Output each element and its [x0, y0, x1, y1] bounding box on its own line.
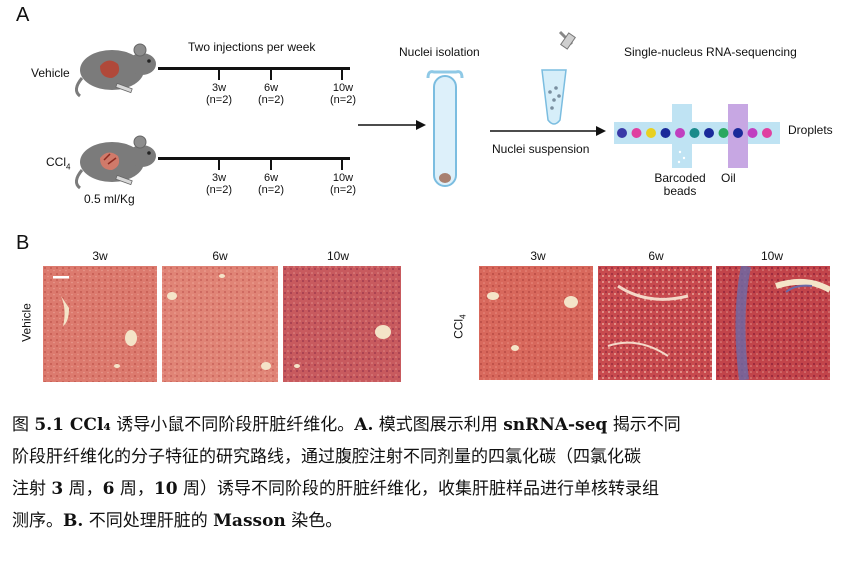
nuclei-isolation-label: Nuclei isolation [399, 45, 480, 59]
nuclei-suspension-label: Nuclei suspension [492, 142, 590, 156]
droplet-2 [631, 128, 642, 138]
caption-line-4: 测序。B. 不同处理肝脏的 Masson 染色。 [12, 505, 857, 537]
caption-run: 揭示不同 [607, 415, 681, 435]
panel-b-letter: B [16, 232, 30, 254]
droplet-6 [689, 128, 700, 138]
right-group-label: CCl4 [451, 314, 468, 339]
vehicle-tp-3w: 3w(n=2) [206, 82, 232, 106]
ccl4-mouse-icon [75, 135, 156, 190]
caption-run: 周）诱导不同阶段的肝脏纤维化，收集肝脏样品进行单核转录组 [177, 479, 659, 499]
droplet-1 [617, 128, 627, 138]
left-week-10w: 10w [326, 249, 349, 263]
micrograph-vehicle-10w [283, 266, 401, 382]
vehicle-tick-3w [218, 70, 220, 80]
caption-run: A. [354, 415, 374, 435]
caption-line-3: 注射 3 周，6 周，10 周）诱导不同阶段的肝脏纤维化，收集肝脏样品进行单核转… [12, 473, 857, 505]
vehicle-tp-10w: 10w(n=2) [330, 82, 356, 106]
caption-line-1: 图 5.1 CCl₄ 诱导小鼠不同阶段肝脏纤维化。A. 模式图展示利用 snRN… [12, 409, 857, 441]
micrograph-ccl4-3w [479, 266, 593, 380]
droplet-9 [733, 128, 743, 138]
timeline-title: Two injections per week [188, 40, 316, 54]
micrograph-vehicle-3w [43, 266, 157, 382]
micrograph-ccl4-10w [716, 266, 830, 380]
right-week-6w: 6w [648, 249, 664, 263]
caption-run: B. [63, 511, 84, 531]
caption-run: 阶段肝纤维化的分子特征的研究路线，通过腹腔注射不同剂量的四氯化碳（四氯化碳 [12, 447, 641, 467]
droplet-8 [718, 128, 729, 138]
caption-run: Masson [213, 511, 286, 531]
caption-run: 注射 [12, 479, 52, 499]
droplet-channel-diagram [614, 104, 780, 168]
caption-run: 图 [12, 415, 35, 435]
right-week-3w: 3w [530, 249, 546, 263]
caption-run: 周， [63, 479, 103, 499]
micrograph-vehicle-6w [162, 266, 278, 382]
ccl4-tp-10w: 10w(n=2) [330, 172, 356, 196]
dose-label: 0.5 ml/Kg [84, 192, 135, 206]
vehicle-tp-6w: 6w(n=2) [258, 82, 284, 106]
caption-run: 5.1 CCl₄ [34, 415, 111, 435]
caption-run: 10 [153, 479, 178, 499]
left-group-label: Vehicle [19, 303, 34, 342]
droplets-label: Droplets [788, 123, 833, 137]
vehicle-tick-10w [341, 70, 343, 80]
caption-run: 测序。 [12, 511, 63, 531]
caption-run: 染色。 [285, 511, 343, 531]
ccl4-label: CCl4 [46, 155, 71, 172]
droplet-7 [704, 128, 714, 138]
caption-run: 诱导小鼠不同阶段肝脏纤维化。 [110, 415, 355, 435]
left-week-6w: 6w [212, 249, 228, 263]
vehicle-timeline [158, 67, 350, 70]
droplet-4 [660, 128, 671, 138]
ccl4-tick-3w [218, 160, 220, 170]
caption-run: 6 [102, 479, 115, 499]
caption-run: 模式图展示利用 [373, 415, 504, 435]
droplet-5 [675, 128, 685, 138]
caption-line-2: 阶段肝纤维化的分子特征的研究路线，通过腹腔注射不同剂量的四氯化碳（四氯化碳 [12, 441, 857, 473]
eppendorf-tube-icon [541, 30, 576, 125]
arrow-suspension-icon [490, 126, 606, 136]
caption-run: 周， [114, 479, 154, 499]
caption-run: 3 [51, 479, 64, 499]
ccl4-tp-6w: 6w(n=2) [258, 172, 284, 196]
micrograph-ccl4-6w [598, 266, 712, 380]
droplet-11 [762, 128, 772, 138]
caption-run: 不同处理肝脏的 [83, 511, 214, 531]
panel-a-letter: A [16, 4, 30, 26]
caption-run: snRNA-seq [503, 415, 608, 435]
ccl4-tp-3w: 3w(n=2) [206, 172, 232, 196]
vehicle-mouse-icon [75, 43, 156, 98]
arrow-to-isolation-icon [358, 120, 426, 130]
centrifuge-tube-icon [426, 70, 464, 187]
oil-label: Oil [721, 171, 736, 185]
figure-caption: 图 5.1 CCl₄ 诱导小鼠不同阶段肝脏纤维化。A. 模式图展示利用 snRN… [12, 409, 857, 537]
droplet-3 [646, 128, 656, 138]
vehicle-tick-6w [270, 70, 272, 80]
ccl4-tick-6w [270, 160, 272, 170]
droplet-10 [747, 128, 758, 138]
vehicle-label: Vehicle [31, 66, 70, 80]
ccl4-tick-10w [341, 160, 343, 170]
left-week-3w: 3w [92, 249, 108, 263]
ccl4-timeline [158, 157, 350, 160]
snrna-seq-title: Single-nucleus RNA-sequencing [624, 45, 797, 59]
right-week-10w: 10w [760, 249, 783, 263]
